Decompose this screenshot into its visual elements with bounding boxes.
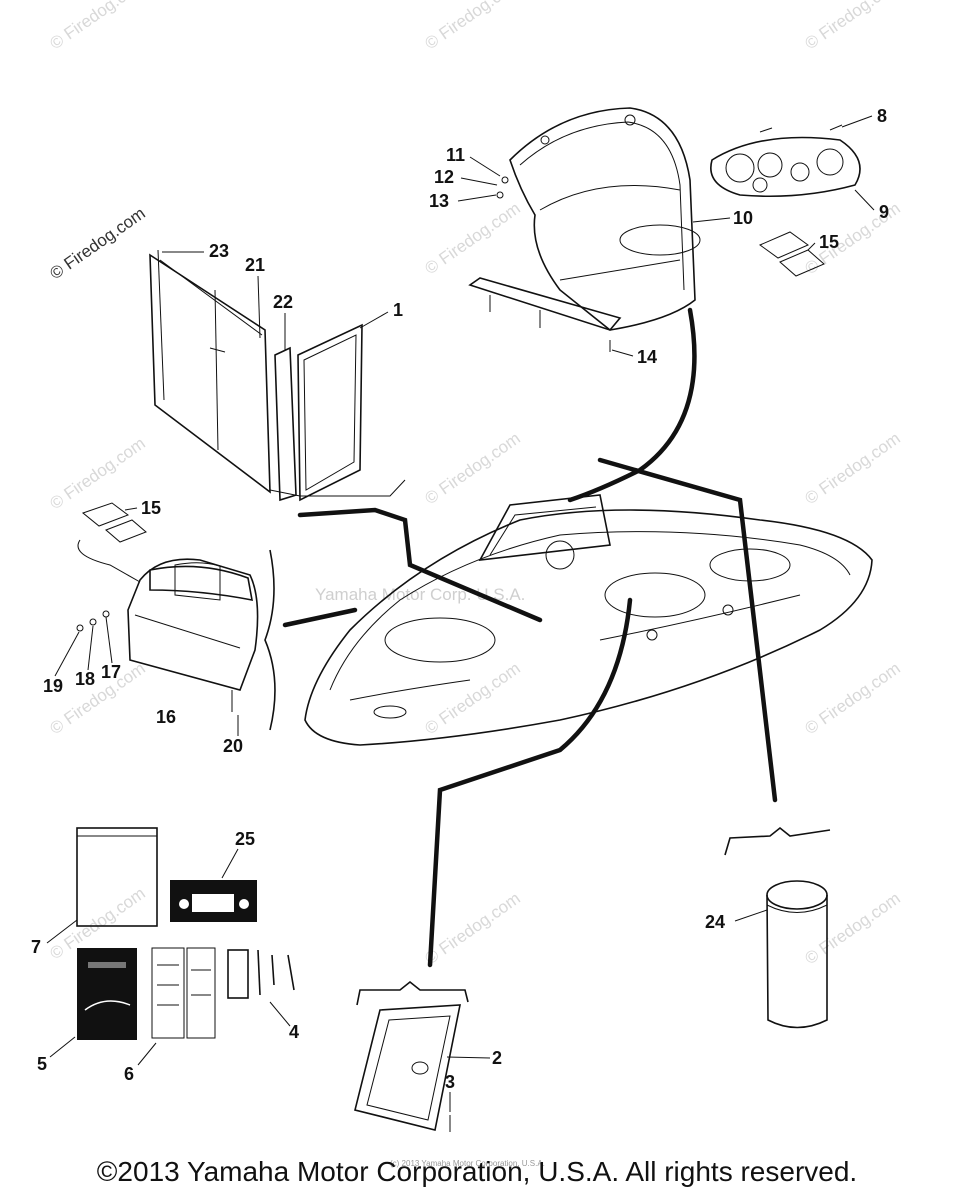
decal-sheets-top <box>758 231 825 277</box>
callout-20: 20 <box>223 736 243 756</box>
callout-19: 19 <box>43 676 63 696</box>
boat-hull <box>304 494 873 746</box>
watermark: © Firedog.com <box>46 0 148 53</box>
callout-11: 11 <box>446 145 465 165</box>
gauge-panel <box>710 124 861 198</box>
watermark: © Firedog.com <box>421 0 523 53</box>
callout-7: 7 <box>31 937 41 957</box>
callout-9: 9 <box>879 202 889 222</box>
watermark: © Firedog.com <box>801 889 903 969</box>
watermark: © Firedog.com <box>421 889 523 969</box>
bracket-24 <box>724 826 831 856</box>
callout-labels: 1 2 3 4 5 6 7 8 9 10 11 12 13 14 15 15 1… <box>31 106 889 1092</box>
callout-14: 14 <box>637 347 657 367</box>
callout-18: 18 <box>75 669 95 689</box>
callout-24: 24 <box>705 912 725 932</box>
callout-4: 4 <box>289 1022 299 1042</box>
watermarks: © Firedog.com © Firedog.com © Firedog.co… <box>46 0 903 968</box>
watermark: © Firedog.com <box>421 429 523 509</box>
callout-13: 13 <box>429 191 449 211</box>
callout-22: 22 <box>273 292 293 312</box>
callout-25: 25 <box>235 829 255 849</box>
decal-sheets-left <box>81 502 147 543</box>
document-bag <box>76 827 158 927</box>
bracket-2 <box>356 980 469 1006</box>
tool-kit <box>227 949 295 999</box>
watermark: © Firedog.com <box>421 659 523 739</box>
watermark: © Firedog.com <box>801 0 903 53</box>
callout-2: 2 <box>492 1048 502 1068</box>
watermark: © Firedog.com <box>46 659 148 739</box>
windshield-assembly <box>468 107 701 352</box>
bracket-16 <box>264 549 276 731</box>
callout-23: 23 <box>209 241 229 261</box>
callout-3: 3 <box>445 1072 455 1092</box>
video-cassette <box>170 880 257 922</box>
watermark: © Firedog.com <box>801 429 903 509</box>
callout-8: 8 <box>877 106 887 126</box>
owners-manual <box>77 948 137 1040</box>
copyright-footer: ©2013 Yamaha Motor Corporation, U.S.A. A… <box>96 1156 858 1187</box>
callout-1: 1 <box>393 300 403 320</box>
callout-12: 12 <box>434 167 454 187</box>
leader-lines <box>77 479 406 583</box>
cabinet-panels <box>149 249 363 502</box>
callout-16: 16 <box>156 707 176 727</box>
watermark: © Firedog.com <box>801 659 903 739</box>
callout-6: 6 <box>124 1064 134 1084</box>
access-plate <box>354 1004 461 1132</box>
callout-leaders <box>46 115 875 1112</box>
small-print: (c) 2013 Yamaha Motor Corporation, U.S.A… <box>390 1159 545 1168</box>
callout-10: 10 <box>733 208 753 228</box>
callout-5: 5 <box>37 1054 47 1074</box>
callout-15-left: 15 <box>141 498 161 518</box>
callout-15-top: 15 <box>819 232 839 252</box>
connector-lines <box>282 307 778 968</box>
watermark: © Firedog.com <box>46 434 148 514</box>
watermark-dark: © Firedog.com <box>46 204 148 284</box>
callout-21: 21 <box>245 255 265 275</box>
canister <box>766 880 828 1029</box>
instruction-leaflets <box>151 947 216 1039</box>
callout-17: 17 <box>101 662 121 682</box>
